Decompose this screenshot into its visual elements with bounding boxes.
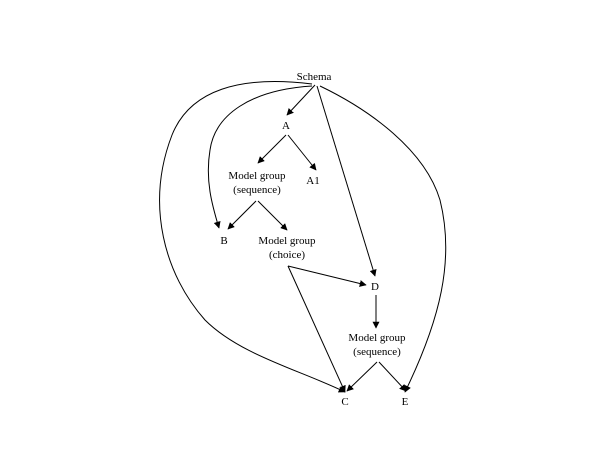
edge-a-to-a1 bbox=[287, 134, 317, 171]
node-model-group-sequence-2-line2: (sequence) bbox=[353, 346, 401, 358]
edge-a-to-model-group-sequence bbox=[257, 134, 287, 164]
nodes: Schema A A1 Model group (sequence) B Mod… bbox=[220, 71, 408, 408]
node-a: A bbox=[282, 120, 290, 132]
node-c: C bbox=[341, 396, 348, 408]
edge-model-group-choice-to-c bbox=[287, 265, 346, 393]
edge-model-group-sequence-2-to-e bbox=[378, 361, 407, 392]
edge-schema-to-d bbox=[316, 85, 377, 277]
node-d: D bbox=[371, 281, 379, 293]
edge-model-group-sequence-to-model-group-choice bbox=[257, 200, 288, 231]
edges bbox=[159, 81, 447, 393]
node-b: B bbox=[220, 235, 227, 247]
edge-schema-to-c bbox=[159, 81, 346, 393]
edge-model-group-choice-to-d bbox=[287, 265, 367, 287]
node-a1: A1 bbox=[306, 175, 319, 187]
node-model-group-choice-line1: Model group bbox=[258, 235, 316, 247]
edge-schema-to-e bbox=[319, 85, 447, 393]
node-e: E bbox=[402, 396, 409, 408]
edge-schema-to-a bbox=[286, 84, 316, 116]
node-model-group-choice-line2: (choice) bbox=[269, 249, 305, 261]
node-model-group-sequence-line2: (sequence) bbox=[233, 184, 281, 196]
edge-model-group-sequence-to-b bbox=[227, 200, 257, 230]
node-model-group-sequence-2-line1: Model group bbox=[348, 332, 406, 344]
node-model-group-sequence: Model group (sequence) bbox=[228, 170, 286, 196]
node-model-group-choice: Model group (choice) bbox=[258, 235, 316, 261]
edge-schema-to-b bbox=[207, 85, 313, 229]
node-model-group-sequence-line1: Model group bbox=[228, 170, 286, 182]
node-model-group-sequence-2: Model group (sequence) bbox=[348, 332, 406, 358]
node-schema: Schema bbox=[297, 71, 332, 83]
edge-model-group-sequence-2-to-c bbox=[346, 361, 378, 392]
